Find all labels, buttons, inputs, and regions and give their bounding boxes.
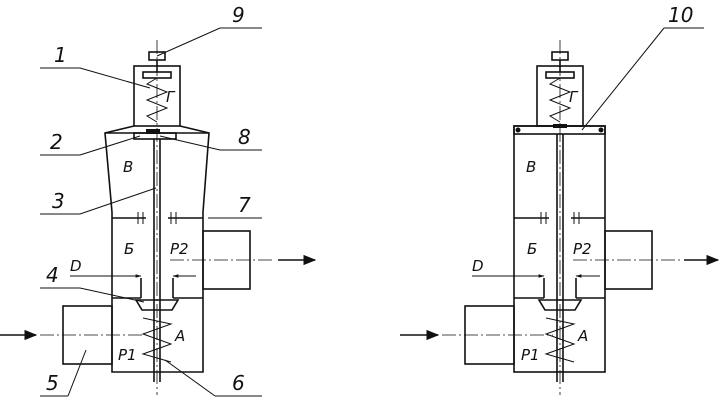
right-valve-plug [537,299,583,311]
right-upper-spring [548,77,572,123]
right-dimension-d: D [472,257,484,275]
left-cone-right [179,125,210,213]
left-diaphragm-nut [146,129,160,134]
right-chamber-g: Г [569,88,579,106]
left-chamber-a: А [174,327,185,345]
left-pressure-p2: P2 [170,240,189,258]
callout-5: 5 [46,371,59,395]
left-valve-view: D Г В Б А P2 P1 9 1 2 8 3 7 4 5 6 [0,3,317,397]
right-lower-spring [544,317,576,363]
callout-7: 7 [238,193,251,217]
callout-4: 4 [46,263,59,287]
callout-1: 1 [54,43,67,67]
left-chamber-v: В [123,158,133,176]
callout-2: 2 [50,130,63,154]
left-lower-spring [141,317,173,363]
left-chamber-g: Г [166,88,176,106]
left-upper-spring [145,77,169,123]
right-chamber-a: А [577,327,588,345]
right-pressure-p1: P1 [521,346,540,364]
right-valve-view: D Г В Б А P2 P1 10 [400,3,720,395]
left-pressure-p1: P1 [118,346,137,364]
callout-9: 9 [232,3,245,27]
callout-8: 8 [238,125,251,149]
callout-6: 6 [232,371,245,395]
right-pressure-p2: P2 [573,240,592,258]
right-chamber-v: В [526,158,536,176]
left-chamber-b: Б [124,240,134,258]
left-body [111,212,204,373]
left-dimension-d: D [70,257,82,275]
left-valve-plug [134,299,180,311]
callout-3: 3 [52,189,65,213]
callout-10: 10 [668,3,693,27]
right-chamber-b: Б [527,240,537,258]
